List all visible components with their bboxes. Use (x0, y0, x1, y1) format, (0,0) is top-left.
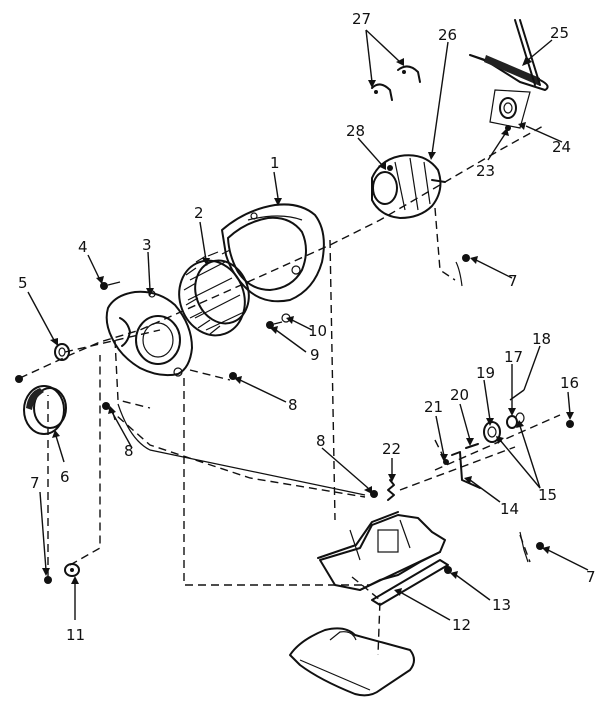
motor-clips (371, 65, 421, 101)
assembly-guide-lines (19, 124, 561, 656)
screw-7-lower-left (44, 576, 52, 584)
callout-14: 14 (500, 500, 519, 518)
callout-7-right: 7 (586, 568, 596, 586)
spring-22 (387, 479, 395, 501)
seal-ring (23, 385, 67, 435)
wire-harness (111, 403, 529, 563)
callout-17: 17 (504, 348, 523, 366)
idler-bracket (451, 451, 481, 489)
motor-mount-bracket (317, 511, 449, 606)
callout-25: 25 (550, 24, 569, 42)
callout-1: 1 (270, 154, 280, 172)
callout-8-center: 8 (316, 432, 326, 450)
screw-7-left (15, 375, 23, 383)
callout-26: 26 (438, 26, 457, 44)
callout-22: 22 (382, 440, 401, 458)
pin-20 (465, 443, 479, 449)
blower-cover (105, 290, 193, 377)
callout-13: 13 (492, 596, 511, 614)
screw (100, 281, 121, 290)
callout-15: 15 (538, 486, 557, 504)
drive-motor (371, 154, 446, 219)
screw-16 (566, 420, 574, 428)
callout-20: 20 (450, 386, 469, 404)
callout-18: 18 (532, 330, 551, 348)
callout-labels: 1 2 3 4 5 6 7 7 7 8 8 8 9 10 11 12 13 14… (18, 10, 596, 644)
callout-27: 27 (352, 10, 371, 28)
callout-23: 23 (476, 162, 495, 180)
callout-7-lower-left: 7 (30, 474, 40, 492)
bearing (54, 343, 70, 361)
callout-3: 3 (142, 236, 152, 254)
clamp (64, 563, 80, 577)
callout-11: 11 (66, 626, 85, 644)
screw-7-top (455, 254, 470, 287)
callout-9: 9 (310, 346, 320, 364)
callout-10: 10 (308, 322, 327, 340)
screw-9 (266, 321, 283, 329)
screw-13 (444, 566, 452, 574)
callout-19: 19 (476, 364, 495, 382)
base-pan (289, 627, 415, 697)
callout-8-left: 8 (124, 442, 134, 460)
callout-leaders (27, 29, 589, 621)
callout-4: 4 (78, 238, 88, 256)
callout-2: 2 (194, 204, 204, 222)
motor-pulley (489, 89, 531, 129)
callout-16: 16 (560, 374, 579, 392)
parts (15, 19, 574, 697)
callout-5: 5 (18, 274, 28, 292)
callout-8-middle: 8 (288, 396, 298, 414)
callout-12: 12 (452, 616, 471, 634)
callout-7-top: 7 (508, 272, 518, 290)
blower-wheel (178, 249, 250, 337)
callout-6: 6 (60, 468, 70, 486)
drive-belt (469, 19, 549, 91)
screw-8b (102, 402, 110, 410)
callout-21: 21 (424, 398, 443, 416)
callout-28: 28 (346, 122, 365, 140)
callout-24: 24 (552, 138, 571, 156)
